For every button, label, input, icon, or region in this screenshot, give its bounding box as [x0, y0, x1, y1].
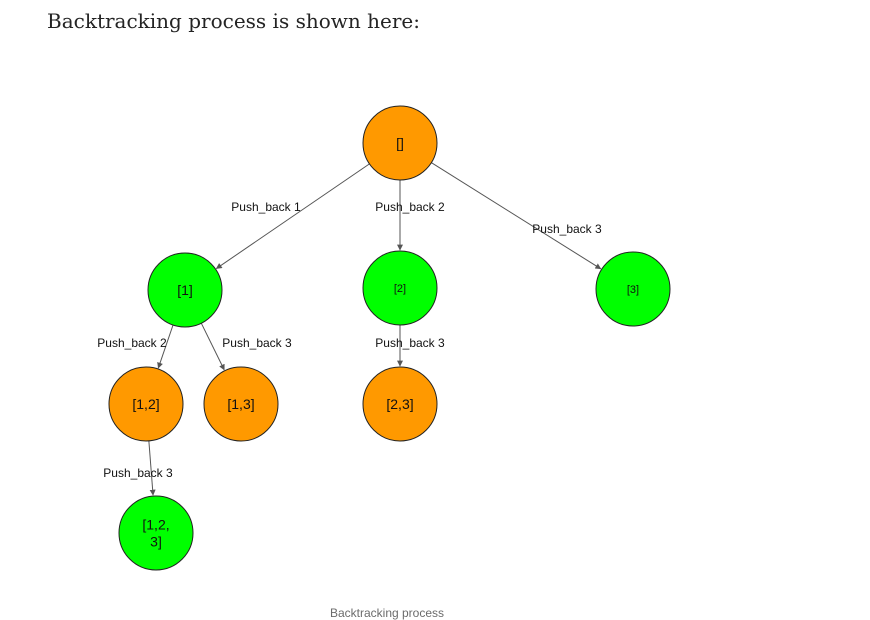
tree-node-n1: [1] [147, 252, 223, 328]
edge-label: Push_back 3 [222, 336, 292, 350]
node-circle [362, 250, 438, 326]
tree-node-n12: [1,2] [108, 366, 184, 442]
node-label: [1,2] [132, 396, 159, 412]
node-label: [3] [627, 284, 639, 296]
tree-edge-root-n1 [215, 162, 372, 269]
section-heading: Backtracking process is shown here: [47, 9, 420, 33]
node-label: [] [396, 135, 404, 151]
node-circle [147, 252, 223, 328]
tree-edge-root-n3 [429, 161, 602, 270]
node-circle [362, 105, 438, 181]
edge-label: Push_back 2 [97, 336, 167, 350]
node-circle [203, 366, 279, 442]
node-circle [362, 366, 438, 442]
node-label-line: [1,2, [142, 516, 169, 532]
node-label-line: 3] [150, 533, 162, 549]
tree-node-n13: [1,3] [203, 366, 279, 442]
edge-label: Push_back 1 [231, 200, 301, 214]
edge-label: Push_back 3 [532, 222, 602, 236]
tree-edge-n12-n123 [148, 438, 156, 496]
tree-node-n3: [3] [595, 251, 671, 327]
edge-label: Push_back 3 [103, 466, 173, 480]
node-circle [118, 495, 194, 571]
tree-node-n123: [1,2,3] [118, 495, 194, 571]
tree-edge-n1-n13 [199, 321, 225, 371]
node-label: [1] [177, 282, 193, 298]
tree-edge-n1-n12 [157, 322, 175, 369]
edge-label: Push_back 3 [375, 336, 445, 350]
tree-node-n23: [2,3] [362, 366, 438, 442]
node-label: [2] [394, 283, 406, 295]
figure-caption: Backtracking process [329, 606, 445, 620]
node-circle [595, 251, 671, 327]
node-circle [108, 366, 184, 442]
tree-node-n2: [2] [362, 250, 438, 326]
tree-node-root: [] [362, 105, 438, 181]
node-label: [2,3] [386, 396, 413, 412]
node-label: [1,3] [227, 396, 254, 412]
edge-label: Push_back 2 [375, 200, 445, 214]
